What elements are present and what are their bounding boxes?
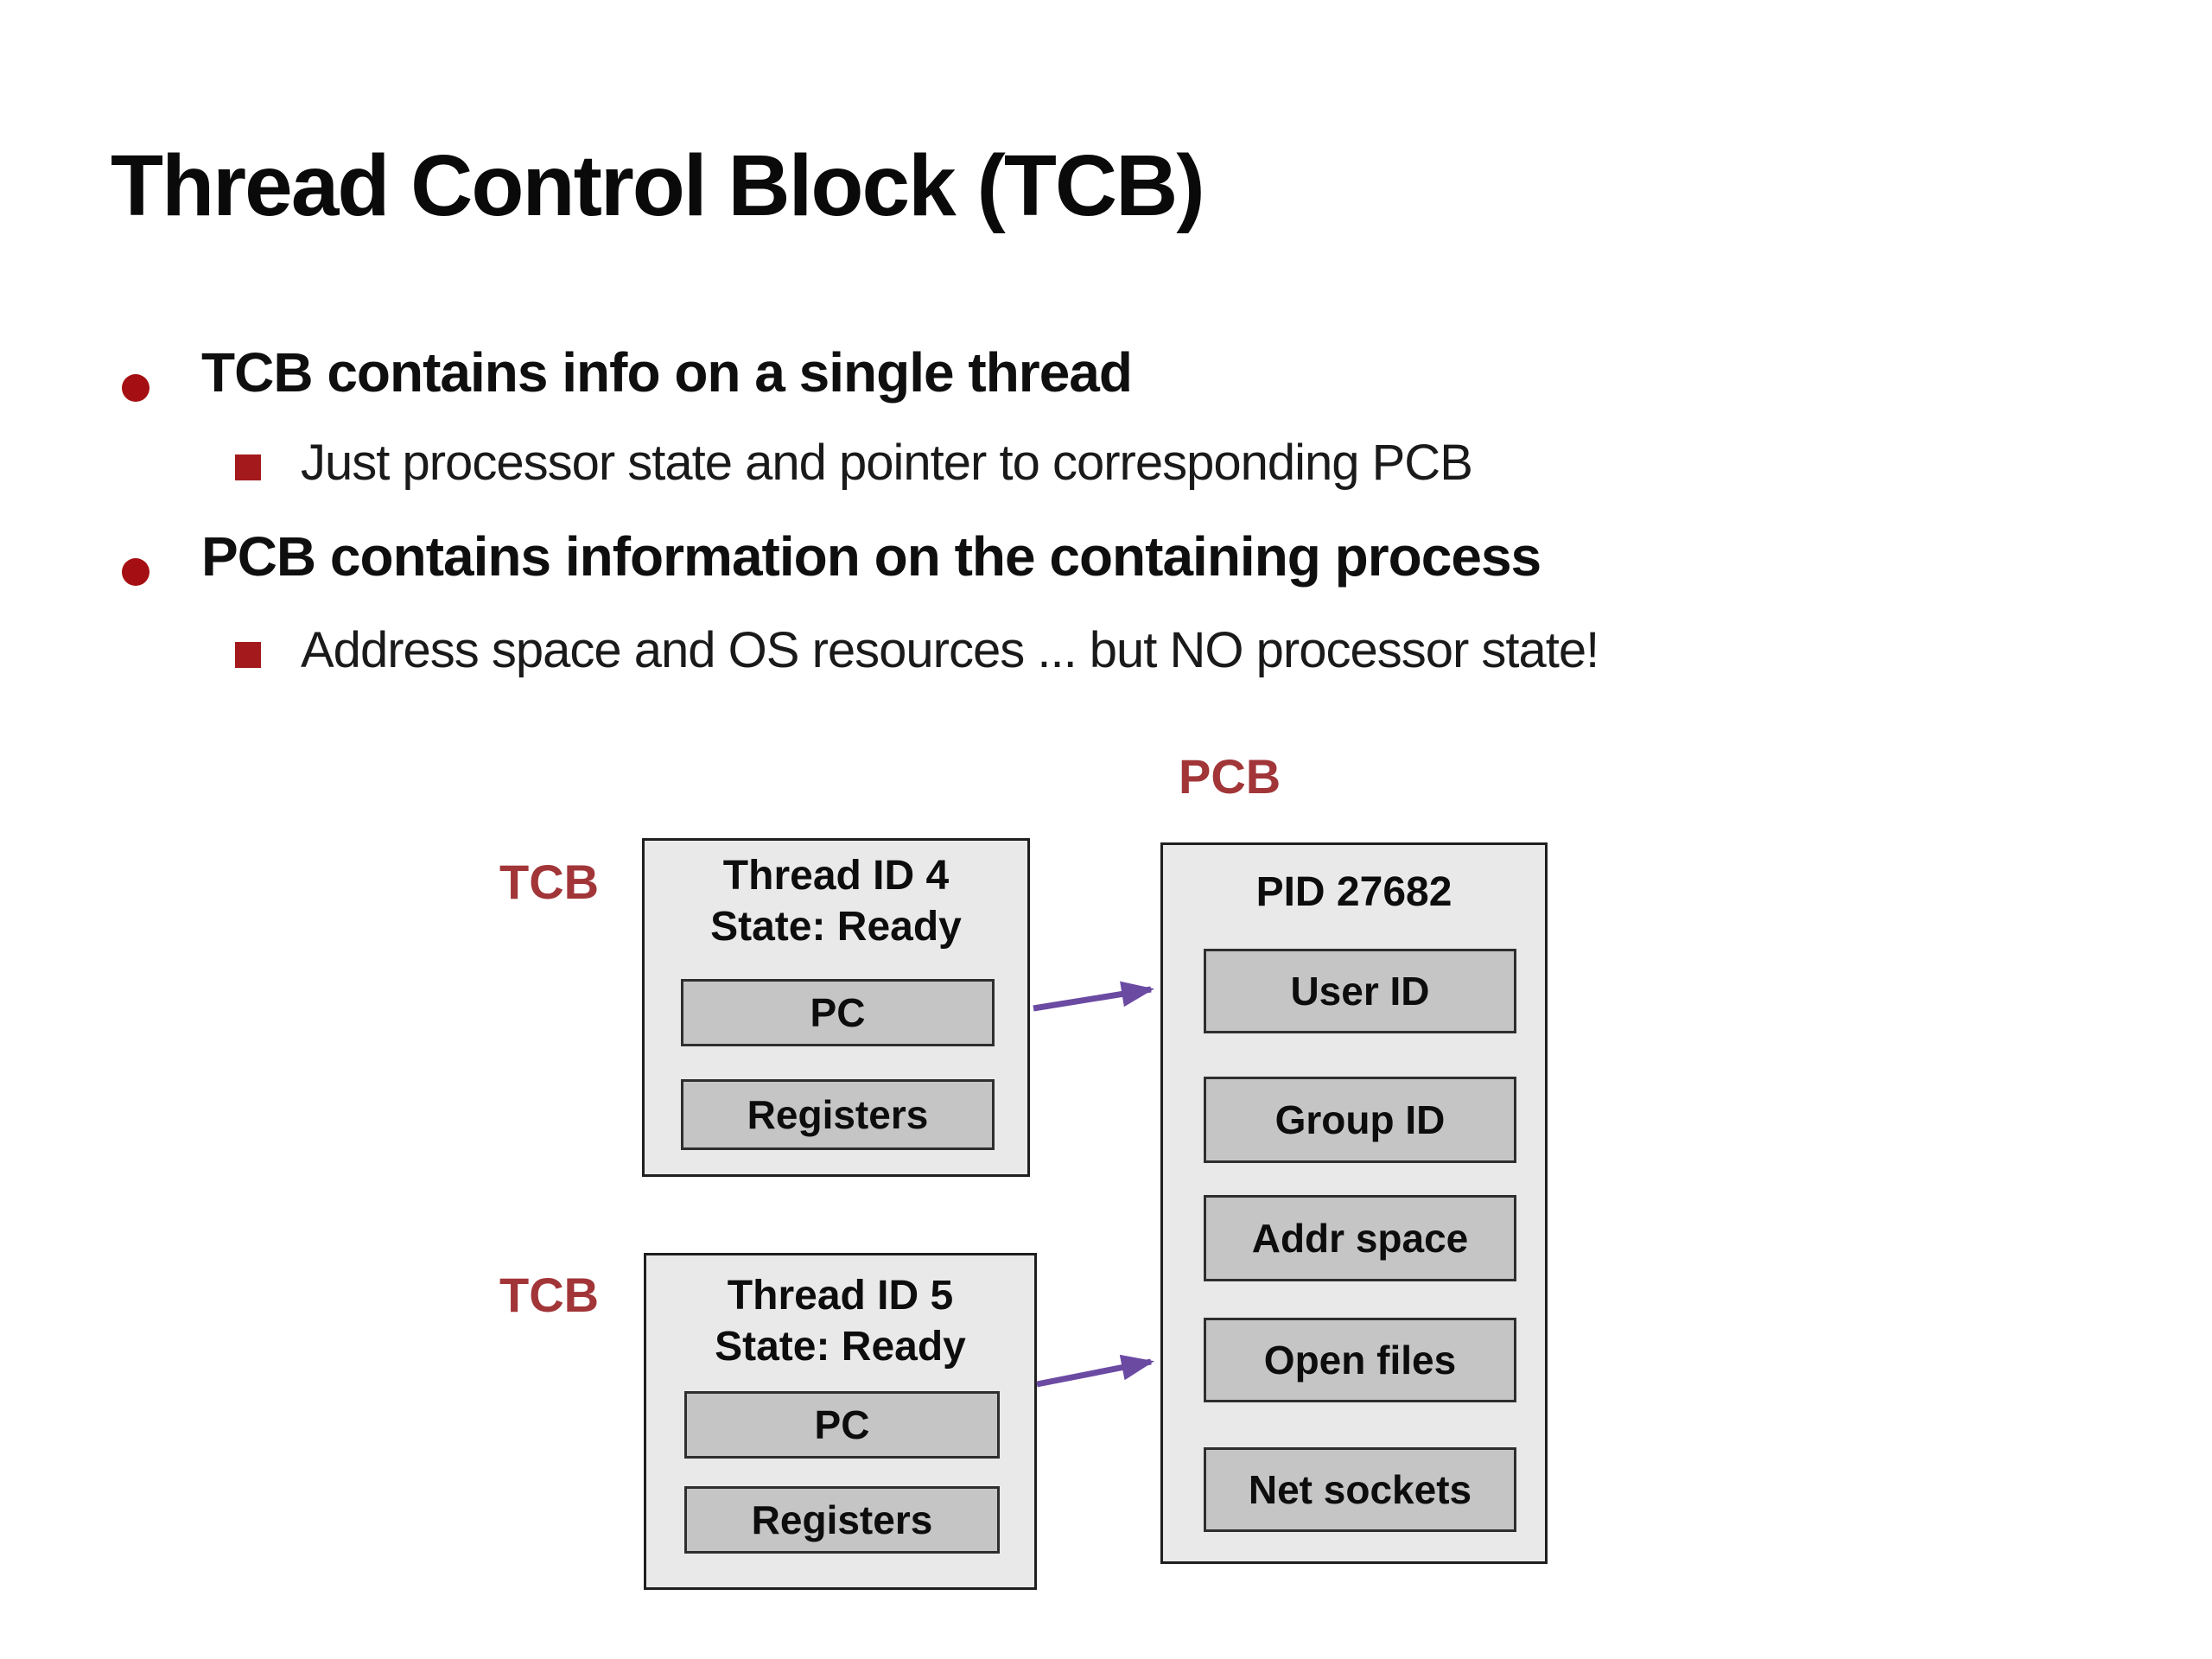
thread-id-line: Thread ID 5 — [727, 1273, 954, 1319]
page-title: Thread Control Block (TCB) — [111, 137, 1205, 234]
thread-state-line: State: Ready — [715, 1323, 966, 1370]
bullet-2-text: PCB contains information on the containi… — [201, 525, 1541, 588]
arrow-tcb2-to-pcb — [1036, 1354, 1154, 1388]
tcb-label-1: TCB — [499, 855, 600, 909]
tcb-box-2-heading: Thread ID 5 State: Ready — [646, 1271, 1034, 1372]
thread-state-line: State: Ready — [710, 903, 962, 950]
tcb-label-2: TCB — [499, 1268, 600, 1322]
addr-space-slot: Addr space — [1204, 1195, 1516, 1281]
registers-slot: Registers — [681, 1079, 995, 1150]
sub-bullet-1-text: Just processor state and pointer to corr… — [301, 435, 1473, 491]
bullet-1-text: TCB contains info on a single thread — [201, 341, 1133, 404]
pcb-box: PID 27682 User ID Group ID Addr space Op… — [1160, 842, 1548, 1564]
thread-id-line: Thread ID 4 — [722, 853, 950, 899]
registers-slot: Registers — [684, 1486, 1000, 1554]
arrow-tcb1-to-pcb — [1033, 981, 1154, 1012]
pcb-label: PCB — [1179, 749, 1281, 804]
sub-bullet-square-icon — [235, 642, 261, 668]
net-sockets-slot: Net sockets — [1204, 1447, 1516, 1532]
sub-bullet-2-text: Address space and OS resources ... but N… — [301, 622, 1599, 678]
bullet-dot-icon — [122, 374, 149, 402]
tcb-box-1-heading: Thread ID 4 State: Ready — [645, 851, 1027, 952]
sub-bullet-square-icon — [235, 454, 261, 480]
tcb-box-1: Thread ID 4 State: Ready PC Registers — [642, 838, 1030, 1177]
group-id-slot: Group ID — [1204, 1077, 1516, 1163]
pc-slot: PC — [681, 979, 995, 1046]
tcb-box-2: Thread ID 5 State: Ready PC Registers — [644, 1253, 1037, 1590]
pid-heading: PID 27682 — [1255, 869, 1452, 915]
open-files-slot: Open files — [1204, 1318, 1516, 1402]
pc-slot: PC — [684, 1391, 1000, 1459]
user-id-slot: User ID — [1204, 949, 1516, 1033]
bullet-dot-icon — [122, 558, 149, 586]
